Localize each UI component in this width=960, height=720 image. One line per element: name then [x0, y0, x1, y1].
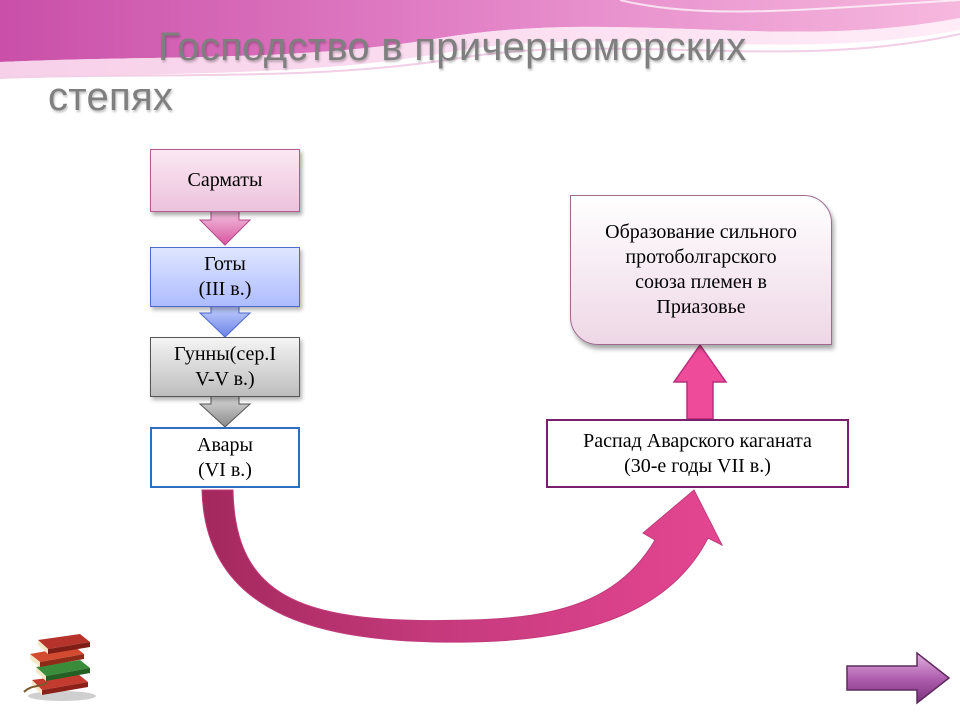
slide-title: Господство в причерноморских степях — [48, 22, 908, 122]
node-sarmaty-label: Сарматы — [187, 169, 263, 191]
node-goty: Готы (III в.) — [150, 247, 300, 307]
node-obrazovanie-line-2: протоболгарского — [625, 246, 777, 268]
title-line-1: Господство в причерноморских — [158, 25, 747, 69]
node-obrazovanie-line-3: союза племен в — [635, 271, 767, 293]
node-raspad-line-1: Распад Аварского каганата — [583, 429, 812, 452]
node-raspad: Распад Аварского каганата (30-е годы VII… — [546, 419, 849, 488]
arrow-sarmaty-goty — [198, 209, 252, 246]
node-goty-line-1: Готы — [204, 253, 246, 275]
next-slide-button[interactable] — [845, 651, 951, 706]
curved-arrow-avary-raspad — [201, 489, 724, 643]
node-raspad-line-2: (30-е годы VII в.) — [624, 454, 771, 477]
arrow-raspad-obrazovanie — [672, 343, 728, 420]
right-arrow-icon — [846, 651, 951, 705]
node-gunny: Гунны(сер.I V-V в.) — [150, 337, 300, 397]
node-obrazovanie-line-1: Образование сильного — [605, 221, 797, 243]
node-gunny-line-1: Гунны(сер.I — [174, 343, 276, 365]
node-gunny-line-2: V-V в.) — [195, 368, 255, 390]
title-line-2: степях — [48, 75, 174, 119]
node-avary-line-2: (VI в.) — [198, 458, 252, 481]
arrow-goty-gunny — [198, 304, 252, 338]
node-obrazovanie-line-4: Приазовье — [656, 296, 746, 318]
node-avary: Авары (VI в.) — [150, 427, 300, 488]
node-obrazovanie: Образование сильного протоболгарского со… — [570, 195, 832, 345]
books-icon — [18, 622, 100, 704]
node-sarmaty: Сарматы — [150, 149, 300, 212]
arrow-gunny-avary — [198, 394, 252, 428]
node-avary-line-1: Авары — [197, 433, 253, 456]
node-goty-line-2: (III в.) — [198, 278, 252, 300]
